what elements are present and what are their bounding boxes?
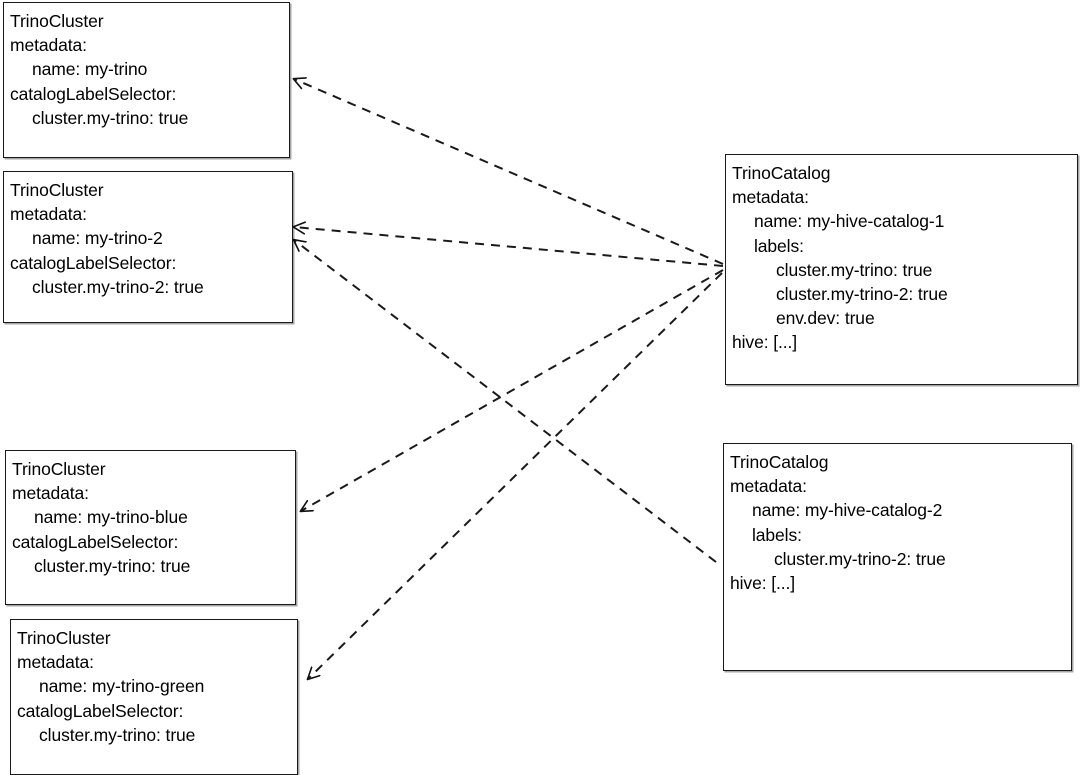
node-text-line: metadata: (10, 35, 87, 56)
node-text-line: name: my-hive-catalog-2 (752, 500, 943, 521)
node-cluster-my-trino-green[interactable]: TrinoCluster metadata: name: my-trino-gree… (10, 619, 298, 775)
node-cluster-my-trino[interactable]: TrinoCluster metadata: name: my-trino catal… (3, 2, 290, 158)
edge-catalog2-to-my-trino-2 (294, 240, 717, 563)
node-text-line: cluster.my-trino: true (776, 259, 933, 280)
node-text-line: cluster.my-trino-2: true (32, 276, 204, 297)
node-text-line: cluster.my-trino: true (39, 724, 196, 745)
node-cluster-my-trino-2[interactable]: TrinoCluster metadata: name: my-trino-2 cat… (3, 171, 293, 323)
node-body: TrinoCluster metadata: name: my-trino-2 cat… (4, 172, 292, 299)
node-text-line: name: my-trino-2 (32, 228, 163, 249)
edge-catalog1-to-my-trino-2 (294, 227, 724, 267)
node-text-line: catalogLabelSelector: (10, 252, 177, 273)
node-text-line: name: my-trino-blue (34, 507, 188, 528)
node-text-line: hive: [...] (732, 332, 798, 353)
node-text-line: cluster.my-trino-2: true (774, 548, 946, 569)
node-text-line: labels: (754, 235, 804, 256)
node-text-line: cluster.my-trino-2: true (776, 284, 948, 305)
edge-paths (294, 79, 724, 679)
edge-catalog1-to-my-trino-blue (301, 269, 724, 511)
node-kind-label: TrinoCatalog (732, 163, 831, 183)
node-kind-label: TrinoCluster (10, 180, 104, 200)
edge-catalog1-to-my-trino (294, 79, 724, 265)
node-text-line: labels: (752, 524, 802, 545)
node-kind-label: TrinoCluster (10, 11, 104, 31)
node-text-line: metadata: (17, 652, 94, 673)
node-text-line: metadata: (732, 187, 809, 208)
node-text-line: catalogLabelSelector: (17, 700, 184, 721)
node-text-line: name: my-trino (32, 59, 148, 80)
node-body: TrinoCatalog metadata: name: my-hive-catal… (724, 444, 1071, 595)
node-body: TrinoCluster metadata: name: my-trino-blue… (6, 451, 295, 578)
node-text-line: env.dev: true (776, 308, 875, 329)
node-catalog-my-hive-catalog-1[interactable]: TrinoCatalog metadata: name: my-hive-catal… (725, 154, 1078, 385)
node-cluster-my-trino-blue[interactable]: TrinoCluster metadata: name: my-trino-blue… (5, 450, 296, 605)
node-text-line: catalogLabelSelector: (10, 83, 177, 104)
node-text-line: name: my-trino-green (39, 676, 205, 697)
node-text-line: metadata: (730, 476, 807, 497)
node-text-line: name: my-hive-catalog-1 (754, 211, 945, 232)
node-text-line: hive: [...] (730, 573, 796, 594)
node-text-line: metadata: (12, 483, 89, 504)
node-text-line: catalogLabelSelector: (12, 531, 179, 552)
node-text-line: metadata: (10, 204, 87, 225)
edge-catalog1-to-my-trino-green (308, 272, 723, 679)
node-kind-label: TrinoCluster (12, 459, 106, 479)
node-body: TrinoCatalog metadata: name: my-hive-catal… (726, 155, 1077, 355)
node-text-line: cluster.my-trino: true (34, 555, 191, 576)
node-body: TrinoCluster metadata: name: my-trino-gree… (11, 620, 297, 747)
node-kind-label: TrinoCatalog (730, 452, 829, 472)
node-body: TrinoCluster metadata: name: my-trino catal… (4, 3, 289, 130)
node-catalog-my-hive-catalog-2[interactable]: TrinoCatalog metadata: name: my-hive-catal… (723, 443, 1072, 671)
node-text-line: cluster.my-trino: true (32, 107, 189, 128)
node-kind-label: TrinoCluster (17, 628, 111, 648)
